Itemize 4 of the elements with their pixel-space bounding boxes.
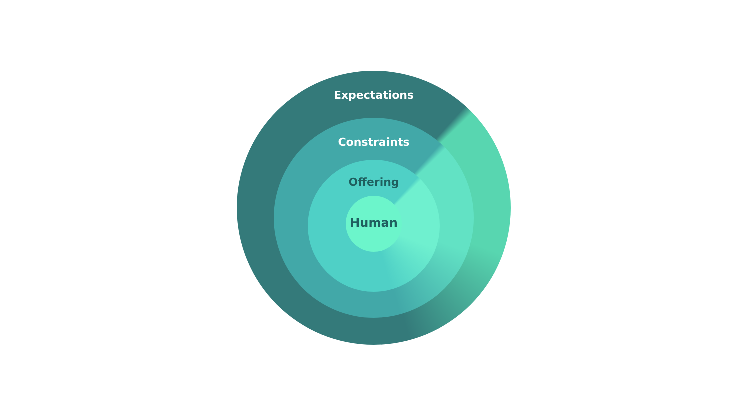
- ring-label: Offering: [348, 176, 400, 189]
- ring-label: Expectations: [332, 89, 416, 102]
- ring-label: Human: [349, 216, 399, 230]
- ring-label: Constraints: [337, 136, 411, 149]
